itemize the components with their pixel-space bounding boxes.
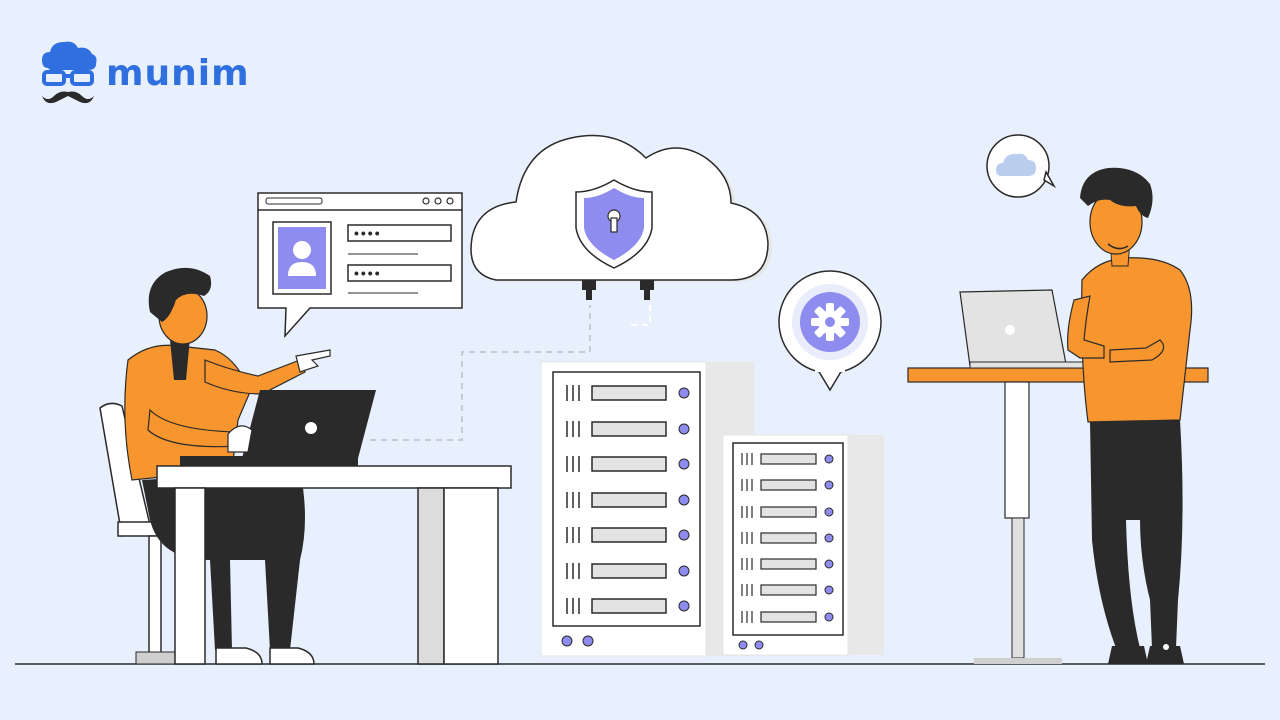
username-field [347,224,452,242]
laptop-right [959,289,1111,369]
person-right [1067,167,1193,664]
brand-name: munim [106,53,250,94]
password-field [347,264,452,282]
username-mask: •••• [354,225,382,241]
gear-bubble [778,270,882,392]
connector-line-right [628,305,651,326]
login-card: •••• •••• [257,192,463,339]
connector-line-left [370,305,591,441]
speech-cloud-icon [986,134,1057,198]
person-left [124,267,331,665]
cloud-shield-icon [470,134,772,300]
server-rack-small [722,434,884,656]
office-chair [99,402,217,665]
password-mask: •••• [354,265,382,281]
gear-icon [811,303,849,341]
laptop-left [180,390,376,466]
server-rack-large [540,361,754,657]
desk-right [907,367,1209,664]
desk-left [156,465,512,665]
brand-logo[interactable]: munim [38,38,250,110]
logo-mascot-icon [42,41,97,104]
